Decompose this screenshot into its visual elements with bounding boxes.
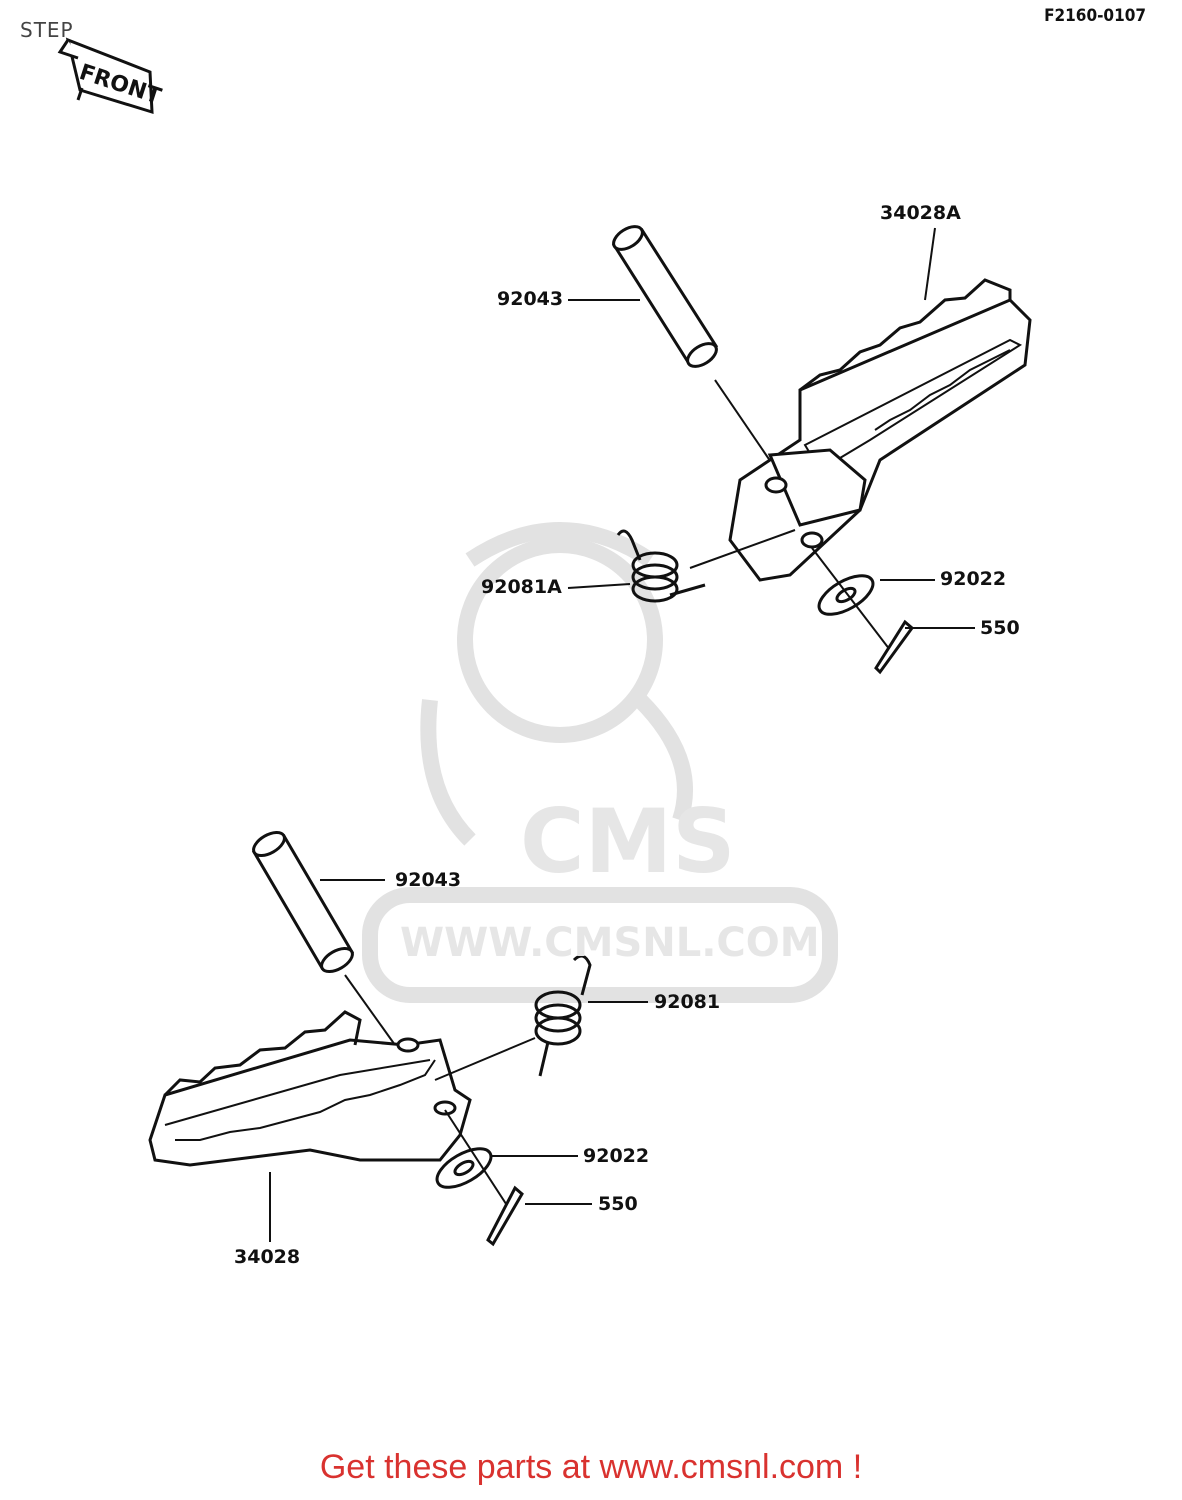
watermark-url: WWW.CMSNL.COM [400,920,820,966]
lower-pin-guide [344,974,396,1046]
lower-assembly [148,830,648,1247]
label-upper-cotter-pin: 550 [980,617,1020,639]
watermark-head-outline [457,537,663,743]
lower-cotter-pin [486,1185,524,1247]
upper-washer-guide [811,547,891,651]
watermark-helmet [465,522,655,567]
label-upper-step: 34028A [880,202,961,224]
front-marker-box [65,37,154,115]
label-lower-washer: 92022 [583,1145,650,1167]
watermark-arm [420,699,476,846]
cms-watermark [362,522,838,1003]
upper-spring [616,529,706,603]
upper-step-leader [924,227,936,301]
label-upper-washer: 92022 [940,568,1007,590]
label-lower-pin: 92043 [395,869,462,891]
upper-pin [611,225,719,368]
page-title: STEP [20,18,74,42]
lower-spring [534,954,592,1077]
upper-assembly [567,225,1032,675]
watermark-banner [362,887,838,1003]
lower-pin [251,830,355,974]
watermark-brand: CMS [520,790,736,893]
lower-spring-guide [434,1037,536,1081]
front-marker [57,37,154,115]
upper-cotter-pin [874,619,915,675]
label-upper-spring: 92081A [481,576,562,598]
watermark-collar [634,694,693,823]
upper-step [728,278,1032,582]
lower-step [148,1010,472,1167]
diagram-code: F2160-0107 [1044,6,1146,26]
front-marker-tip [57,39,79,60]
label-lower-step: 34028 [234,1246,301,1268]
label-upper-pin: 92043 [497,288,564,310]
label-lower-spring: 92081 [654,991,721,1013]
label-lower-cotter-pin: 550 [598,1193,638,1215]
footer-shop-link[interactable]: Get these parts at www.cmsnl.com ! [319,1448,863,1486]
lower-washer-guide [444,1109,511,1211]
upper-washer [817,574,875,616]
front-marker-arrow [76,87,84,101]
upper-spring-guide [689,529,796,569]
